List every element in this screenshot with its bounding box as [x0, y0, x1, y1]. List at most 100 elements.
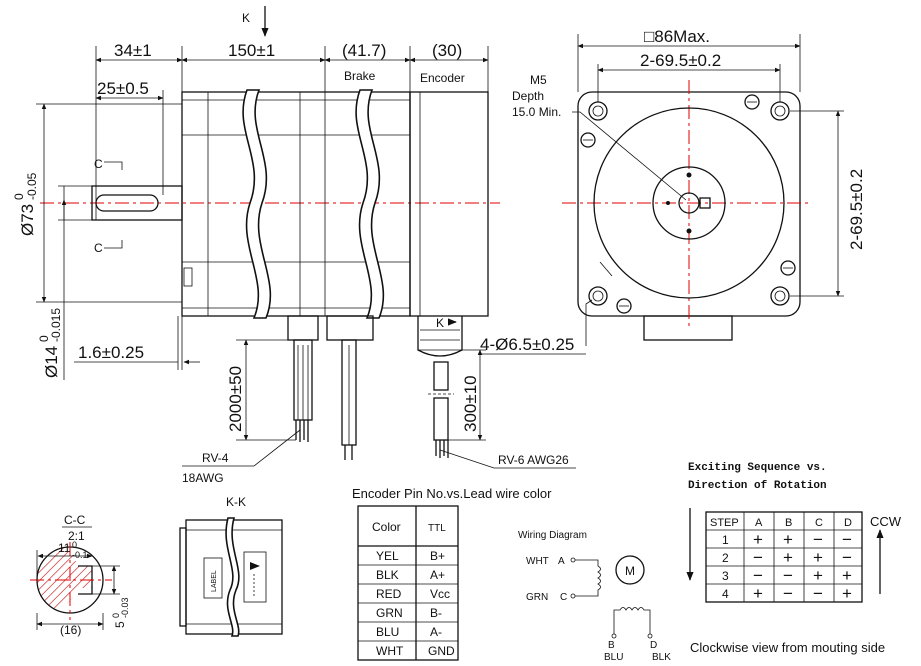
seq-row-4: 4 + − − +	[722, 584, 852, 603]
enc-cell: B+	[430, 549, 445, 563]
enc-row-2: BLK A+	[376, 568, 445, 582]
seq-cell: 2	[722, 551, 729, 565]
enc-cell: A-	[430, 625, 442, 639]
seq-title-1: Exciting Sequence vs.	[688, 462, 827, 474]
seq-header: B	[785, 517, 792, 529]
square-max: □86Max.	[644, 27, 710, 46]
wire-c: C	[560, 592, 567, 603]
dim-11-tol-lower: -0.1	[72, 550, 88, 560]
seq-cell: −	[753, 548, 763, 567]
enc-cell: WHT	[376, 644, 404, 658]
seq-cell: −	[813, 530, 823, 549]
seq-cell: +	[842, 584, 852, 603]
dim-1-6: 1.6±0.25	[78, 343, 144, 362]
cable-length-2: 300±10	[461, 375, 480, 432]
enc-header-ttl: TTL	[428, 523, 446, 534]
seq-cell: +	[783, 548, 793, 567]
section-cc-scale: 2:1	[68, 529, 85, 543]
seq-header-row: STEP A B C D	[710, 517, 852, 529]
wire-d: D	[650, 640, 657, 651]
hole-spacing-v: 2-69.5±0.2	[847, 169, 866, 250]
k-marker-top: K	[242, 11, 250, 25]
screw-icons	[580, 94, 796, 314]
cable1-line1: RV-4	[202, 451, 229, 465]
front-view: □86Max. 2-69.5±0.2 2-69.5±0.2 M5 Depth 1…	[478, 27, 866, 355]
dia73-upper: 0	[12, 193, 26, 200]
seq-cell: 3	[722, 569, 729, 583]
dim-11-tol-upper: 0	[72, 540, 77, 550]
seq-cell: +	[753, 530, 763, 549]
wire-blk: BLK	[652, 652, 671, 663]
seq-cell: 1	[722, 533, 729, 547]
seq-title-2: Direction of Rotation	[688, 480, 827, 492]
wiring-title: Wiring Diagram	[518, 530, 587, 541]
dia73-lower: -0.05	[25, 172, 39, 200]
enc-cell: A+	[430, 568, 445, 582]
enc-cell: BLK	[376, 568, 399, 582]
seq-row-3: 3 − − + +	[722, 566, 852, 585]
kk-label-text: LABEL	[211, 570, 218, 592]
wiring-diagram: Wiring Diagram M WHT A GRN C B D BLU BLK	[518, 530, 671, 663]
encoder-table-title: Encoder Pin No.vs.Lead wire color	[352, 486, 552, 501]
thread-line2: Depth	[512, 89, 544, 103]
enc-cell: GND	[428, 644, 455, 658]
brake-label: Brake	[344, 69, 376, 83]
seq-footer: Clockwise view from mouting side	[690, 640, 885, 655]
sequence-table: Exciting Sequence vs. Direction of Rotat…	[686, 462, 902, 655]
mount-holes-dim: 4-Ø6.5±0.25	[480, 335, 574, 354]
enc-cell: RED	[376, 587, 402, 601]
section-mark-bottom: C	[94, 241, 103, 255]
wire-b: B	[608, 640, 615, 651]
encoder-table: Encoder Pin No.vs.Lead wire color Color …	[352, 486, 552, 661]
cable2-label: RV-6 AWG26	[498, 453, 569, 467]
seq-cell: −	[842, 548, 852, 567]
encoder-body	[409, 91, 489, 317]
seq-header: STEP	[710, 517, 739, 529]
seq-header: A	[755, 517, 763, 529]
seq-cell: +	[753, 584, 763, 603]
dim-25: 25±0.5	[97, 79, 149, 98]
coil-ac	[575, 559, 601, 597]
dia14-main: Ø14	[42, 346, 61, 378]
enc-row-6: WHT GND	[376, 644, 455, 658]
coil-bd	[613, 607, 651, 634]
enc-cell: B-	[430, 606, 442, 620]
seq-row-1: 1 + + − −	[722, 530, 852, 549]
dim-11: 11	[58, 541, 71, 555]
dim-30: (30)	[432, 41, 462, 60]
dim-150: 150±1	[228, 41, 275, 60]
mount-hole-bl	[588, 286, 608, 306]
wire-blu: BLU	[604, 652, 623, 663]
dia14-upper: 0	[37, 335, 51, 342]
shaft-key-end	[699, 197, 711, 209]
section-cc: C-C 2:1 11 0 -0.1 (16) 5 0	[30, 513, 130, 637]
thread-line1: M5	[530, 73, 547, 87]
ccw-label: CCW	[870, 514, 902, 529]
seq-cell: +	[813, 566, 823, 585]
enc-row-3: RED Vcc	[376, 587, 450, 601]
mount-hole-br	[770, 286, 790, 306]
dim-16: (16)	[60, 623, 81, 637]
dim-5: 5	[113, 621, 127, 628]
seq-cell: −	[813, 584, 823, 603]
cable1-line2: 18AWG	[182, 471, 224, 485]
section-kk-title: K-K	[226, 495, 246, 509]
wire-wht: WHT	[526, 556, 549, 567]
seq-cell: −	[783, 566, 793, 585]
seq-cell: +	[842, 566, 852, 585]
flange-circle	[593, 107, 785, 299]
wire-a: A	[558, 556, 565, 567]
side-view: K 34±1 150±1 (41.7) (30) Brake Encoder 2…	[12, 6, 576, 485]
section-mark-top: C	[94, 157, 103, 171]
enc-cell: Vcc	[430, 587, 450, 601]
seq-cell: +	[813, 548, 823, 567]
section-cc-title: C-C	[64, 513, 86, 527]
seq-cell: −	[753, 566, 763, 585]
connector-block	[643, 315, 733, 341]
mount-hole-tr	[770, 101, 790, 121]
seq-cell: +	[783, 530, 793, 549]
dia73-main: Ø73	[18, 204, 37, 236]
pilot-circle	[652, 166, 726, 240]
break-curve-1	[242, 89, 272, 319]
